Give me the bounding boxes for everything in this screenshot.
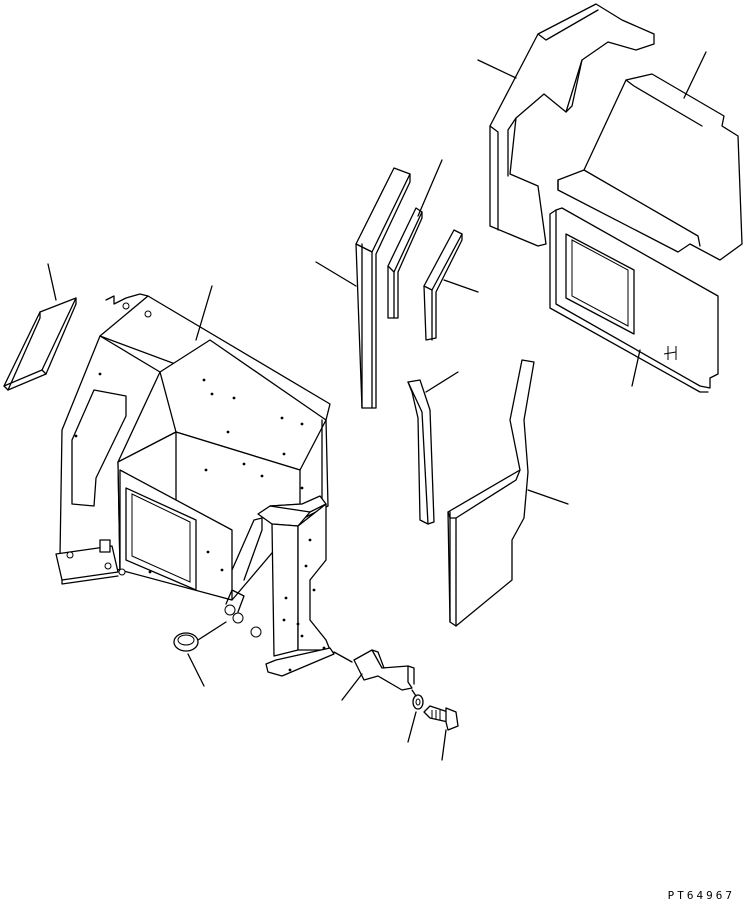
leader-line bbox=[425, 371, 459, 393]
frame-side-bracket bbox=[224, 495, 335, 677]
strip-curved bbox=[407, 379, 435, 525]
leader-line bbox=[417, 159, 443, 217]
leader-line bbox=[195, 285, 213, 341]
leader-line bbox=[477, 59, 517, 79]
strip-angled bbox=[423, 229, 463, 341]
leader-line bbox=[441, 729, 447, 761]
panel-frame bbox=[55, 293, 331, 601]
leader-line bbox=[341, 673, 363, 701]
leader-line bbox=[407, 711, 417, 743]
leader-line bbox=[187, 653, 205, 687]
strip-thin bbox=[387, 207, 423, 319]
leader-line bbox=[315, 261, 357, 287]
pad-lower-right bbox=[447, 359, 535, 627]
leader-line bbox=[631, 349, 641, 387]
plus-marks bbox=[663, 346, 677, 360]
leader-line bbox=[527, 489, 569, 505]
leader-line bbox=[443, 279, 479, 293]
pad-upper-left bbox=[489, 3, 655, 247]
leader-line bbox=[47, 263, 57, 301]
cover-window bbox=[549, 207, 719, 393]
bolt bbox=[423, 705, 459, 731]
leader-line bbox=[683, 51, 707, 99]
pad-small-left bbox=[3, 297, 77, 391]
washer bbox=[411, 689, 424, 710]
pad-upper-right bbox=[557, 73, 743, 261]
strip-long bbox=[355, 167, 411, 409]
cap-plug bbox=[173, 621, 227, 652]
bracket bbox=[333, 649, 415, 691]
drawing-number: PT64967 bbox=[667, 889, 735, 902]
